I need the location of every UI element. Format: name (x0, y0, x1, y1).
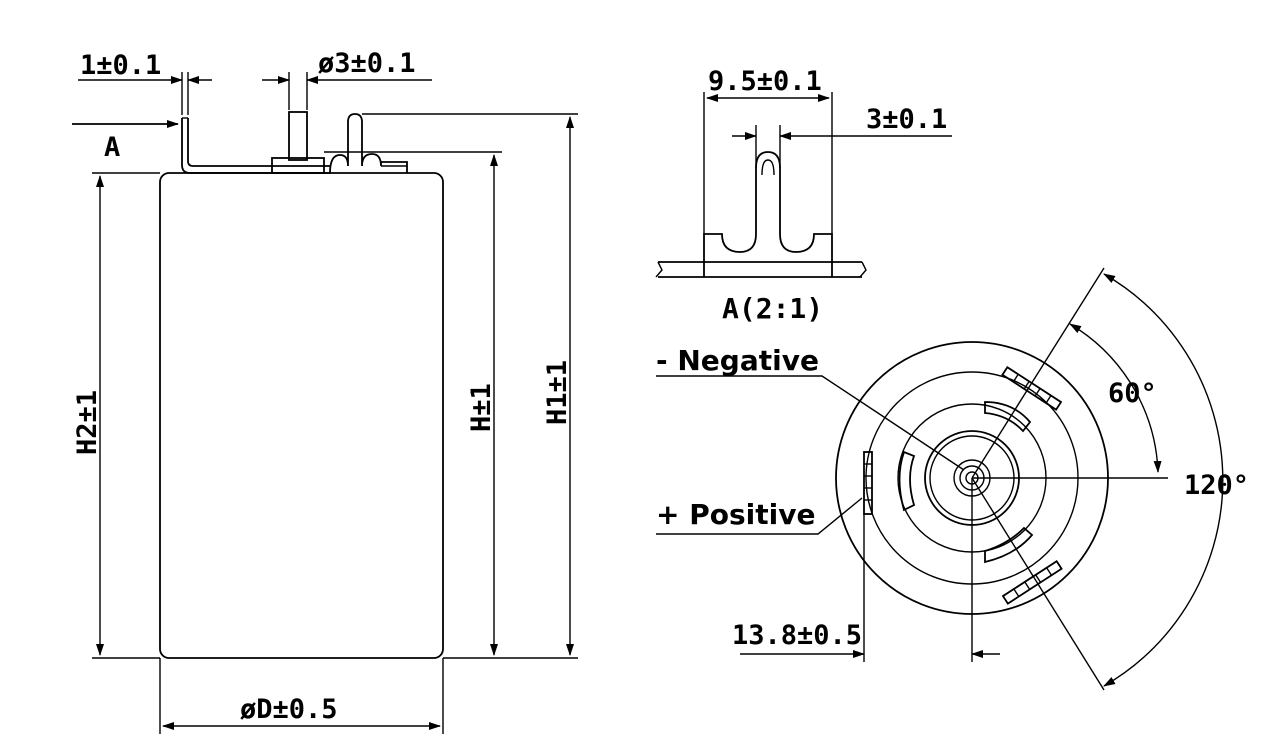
pin-diameter-dim: ø3±0.1 (318, 48, 416, 79)
arc-slot (898, 450, 916, 512)
diameter-dim: øD±0.5 (240, 694, 338, 725)
solder-lug (329, 113, 408, 174)
bottom-view: 60° 120° 13.8±0.5 - Negative + Positive (656, 267, 1249, 691)
detail-lug (703, 151, 833, 277)
bent-tab (181, 118, 330, 174)
detail-view-a: 9.5±0.1 3±0.1 A(2:1) (655, 66, 952, 325)
view-arrow-label: A (104, 132, 120, 163)
height-h-dim: H±1 (466, 383, 497, 432)
height-h1-dim: H1±1 (542, 360, 573, 425)
angle-120-label: 120° (1184, 470, 1249, 501)
height-h2-dim: H2±1 (72, 390, 103, 455)
capacitor-body (159, 172, 444, 659)
center-pin (271, 111, 325, 174)
side-view: 1±0.1 ø3±0.1 A H2±1 H±1 H1±1 øD±0.5 (72, 48, 578, 734)
detail-width-dim: 9.5±0.1 (708, 66, 822, 97)
detail-caption: A(2:1) (722, 292, 823, 325)
arc-slot (984, 526, 1034, 564)
tab-thickness-dim: 1±0.1 (80, 50, 161, 81)
angle-60-label: 60° (1108, 378, 1157, 409)
positive-tab-top (1001, 365, 1063, 411)
positive-tab-bottom (1001, 559, 1063, 605)
offset-dim: 13.8±0.5 (732, 620, 862, 651)
detail-slot-dim: 3±0.1 (866, 104, 947, 135)
positive-tab-left (863, 451, 873, 515)
negative-callout: - Negative (656, 344, 819, 377)
positive-callout: + Positive (656, 498, 815, 531)
arc-slot (984, 401, 1032, 433)
